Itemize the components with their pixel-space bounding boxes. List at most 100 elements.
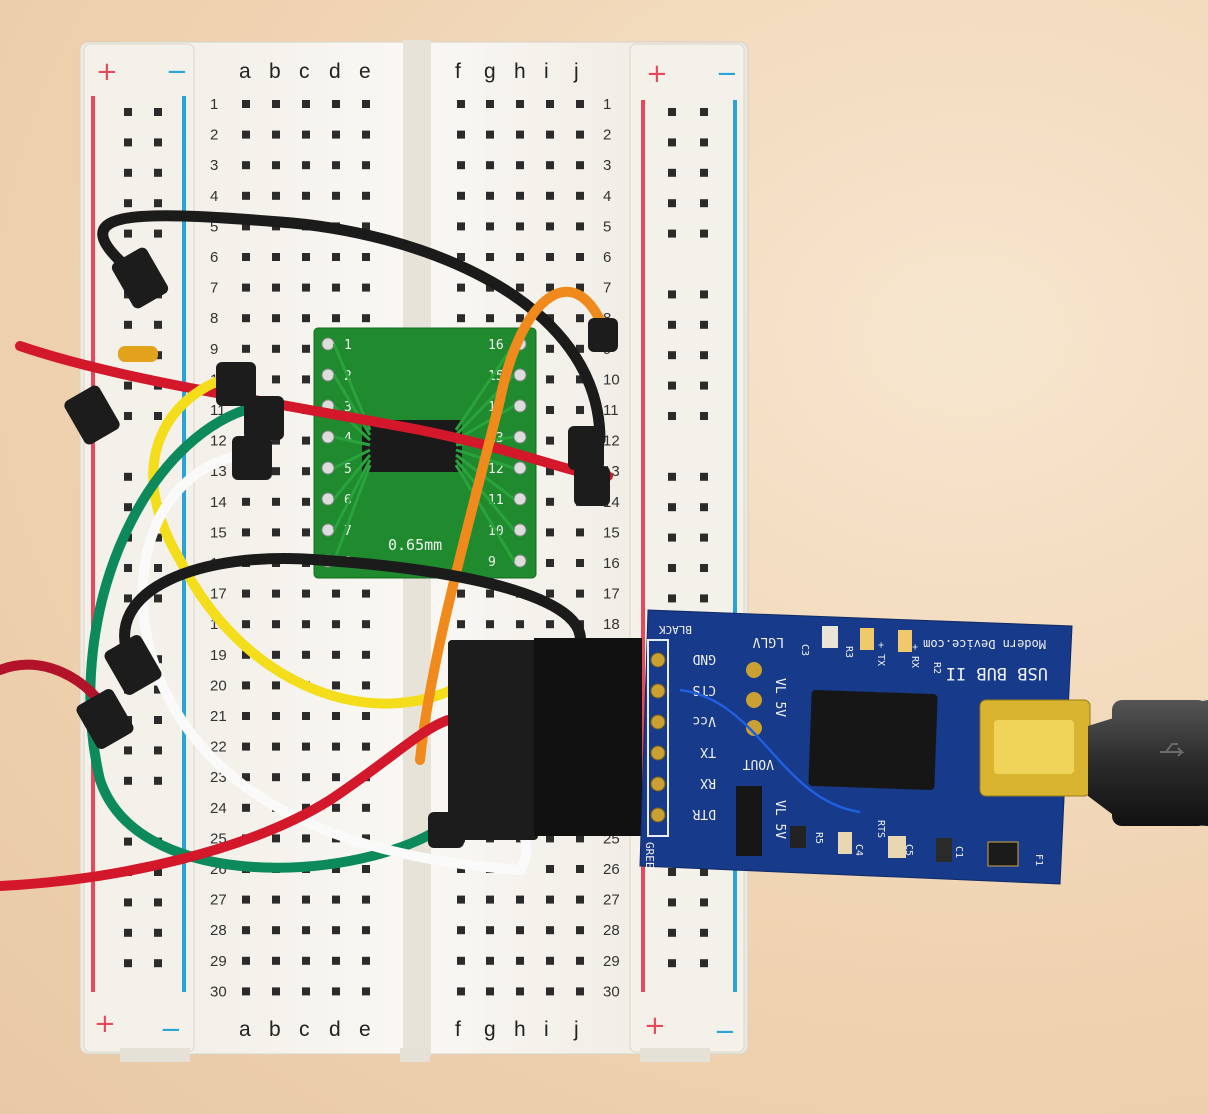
usb-cable-plug <box>1088 700 1208 826</box>
rail-hole <box>124 746 132 755</box>
rail-hole <box>154 685 162 694</box>
rail-hole <box>154 199 162 208</box>
hole <box>516 253 524 261</box>
row-number: 7 <box>210 280 218 297</box>
hole <box>362 956 370 965</box>
rail-hole <box>124 564 132 572</box>
hole <box>546 620 554 629</box>
rail-hole <box>700 412 708 420</box>
column-letter: f <box>455 60 461 83</box>
row-number: 30 <box>210 983 227 1000</box>
hole <box>332 589 340 598</box>
rail-hole <box>124 898 132 907</box>
silk-vl5v-top: VL 5V <box>772 678 787 717</box>
rail-hole <box>154 168 162 177</box>
column-letter: i <box>544 60 549 83</box>
hole <box>516 314 524 323</box>
hole <box>302 926 310 935</box>
hole <box>332 773 340 782</box>
rail-hole <box>124 108 132 116</box>
adapter-pin-label: 1 <box>344 338 352 353</box>
hole <box>546 253 554 261</box>
hole <box>302 130 310 139</box>
row-number: 22 <box>210 739 227 756</box>
usb-pin-label: GND <box>692 651 716 666</box>
hole <box>272 895 280 904</box>
hole <box>272 773 280 782</box>
column-letter: h <box>514 1018 526 1041</box>
usb-pin-pad <box>650 652 666 668</box>
silk-f1: F1 <box>1033 854 1044 866</box>
row-number: 19 <box>210 647 227 664</box>
row-number: 3 <box>603 157 611 174</box>
rail-hole <box>668 290 676 299</box>
column-letter: b <box>269 1018 281 1041</box>
silk-c5: C5 <box>903 844 914 856</box>
hole <box>272 344 280 353</box>
hole <box>272 620 280 629</box>
rail-hole <box>700 503 708 512</box>
row-number: 7 <box>603 280 611 297</box>
hole <box>457 956 465 965</box>
hole <box>362 650 370 659</box>
rail-hole <box>700 381 708 390</box>
hole <box>362 987 370 996</box>
row-number: 5 <box>210 218 218 235</box>
adapter-pin <box>513 368 527 382</box>
column-letter: c <box>299 1018 310 1041</box>
rail-minus-label: − <box>160 1015 182 1045</box>
adapter-pin <box>513 399 527 413</box>
hole <box>242 100 250 108</box>
hole <box>457 314 465 323</box>
rail-hole <box>154 412 162 420</box>
rail-hole <box>124 837 132 846</box>
hole <box>457 865 465 873</box>
rail-hole <box>124 472 132 481</box>
wire-label-green: GREEN <box>643 842 656 875</box>
rail-hole <box>668 412 676 420</box>
rail-hole <box>668 320 676 329</box>
row-number: 2 <box>603 127 611 144</box>
rail-hole <box>700 320 708 329</box>
black-wire-top <box>97 210 606 446</box>
hole <box>516 956 524 965</box>
hole <box>242 742 250 751</box>
hole <box>332 130 340 139</box>
hole <box>576 253 584 261</box>
hole <box>272 497 280 506</box>
hole <box>457 191 465 200</box>
hole <box>486 222 494 231</box>
black-wire-bottom <box>119 552 586 666</box>
row-number: 11 <box>603 402 619 419</box>
usb-pin-pad <box>650 807 666 823</box>
rail-hole <box>668 472 676 481</box>
rail-hole <box>124 412 132 420</box>
usb-icon <box>1160 743 1185 757</box>
hole <box>457 926 465 935</box>
hole <box>457 253 465 261</box>
row-number: 29 <box>603 953 620 970</box>
rail-hole <box>700 472 708 481</box>
row-number: 28 <box>603 922 620 939</box>
hole <box>242 681 250 690</box>
hole <box>457 222 465 231</box>
hole <box>332 161 340 170</box>
hole <box>302 283 310 292</box>
hole <box>302 712 310 720</box>
hole <box>302 375 310 384</box>
hole <box>302 191 310 200</box>
rail-hole <box>700 351 708 360</box>
hole <box>272 375 280 384</box>
ceramic-capacitor <box>118 346 158 362</box>
rail-hole <box>700 199 708 208</box>
hole <box>546 375 554 384</box>
hole <box>302 589 310 598</box>
rail-hole <box>124 594 132 603</box>
hole <box>242 497 250 506</box>
row-number: 1 <box>210 96 218 113</box>
adapter-pin <box>321 523 335 537</box>
rail-hole <box>154 655 162 664</box>
hole <box>332 926 340 935</box>
hole <box>272 161 280 170</box>
silk-vout: VOUT <box>743 756 774 771</box>
